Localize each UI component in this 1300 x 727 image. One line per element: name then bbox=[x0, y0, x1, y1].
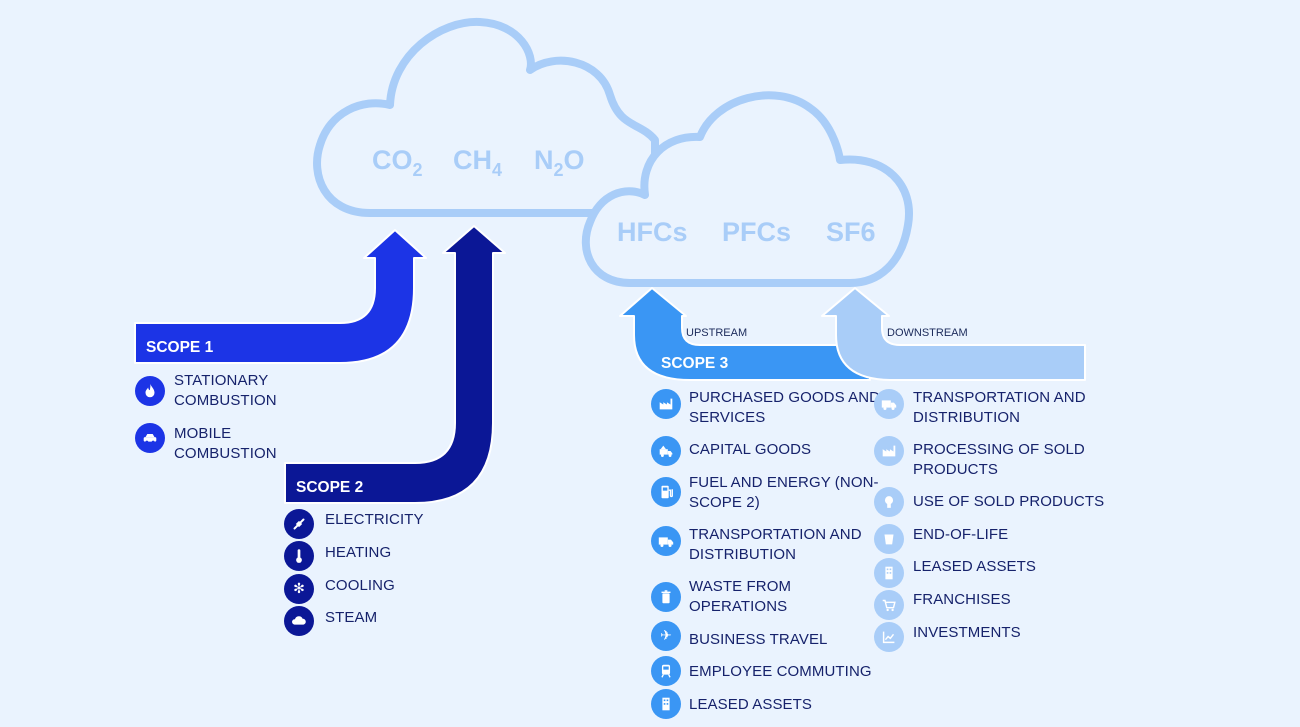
downstream-item-franchises: FRANCHISES bbox=[913, 591, 1011, 608]
gas-pfcs: PFCs bbox=[722, 217, 791, 247]
gas-n2o: N2O bbox=[534, 145, 585, 180]
scope3-downstream-arrow bbox=[821, 287, 1086, 381]
upstream-item-employee-commuting: EMPLOYEE COMMUTING bbox=[689, 663, 872, 680]
downstream-item-use-of-sold-products: USE OF SOLD PRODUCTS bbox=[913, 493, 1105, 510]
gas-hfcs: HFCs bbox=[617, 217, 688, 247]
downstream-item-end-of-life: END-OF-LIFE bbox=[913, 526, 1009, 543]
scope3-upstream-arrow bbox=[619, 287, 871, 381]
truck-icon bbox=[874, 389, 904, 419]
building-icon bbox=[651, 689, 681, 719]
fuel-pump-icon bbox=[651, 477, 681, 507]
upstream-item-capital-goods: CAPITAL GOODS bbox=[689, 441, 812, 458]
scope2-item-steam: STEAM bbox=[325, 609, 378, 626]
gas-sf6: SF6 bbox=[826, 217, 876, 247]
building-icon bbox=[874, 558, 904, 588]
scope1-title: SCOPE 1 bbox=[146, 339, 214, 356]
scope2-title: SCOPE 2 bbox=[296, 479, 364, 496]
factory-icon bbox=[651, 389, 681, 419]
scope3-title: SCOPE 3 bbox=[661, 355, 729, 372]
flame-icon bbox=[135, 376, 165, 406]
plug-icon bbox=[284, 509, 314, 539]
scope2-item-cooling: COOLING bbox=[325, 577, 395, 594]
upstream-item-leased-assets: LEASED ASSETS bbox=[689, 696, 813, 713]
upstream-item-business-travel: BUSINESS TRAVEL bbox=[689, 631, 828, 648]
downstream-item-leased-assets: LEASED ASSETS bbox=[913, 558, 1037, 575]
downstream-label: DOWNSTREAM bbox=[887, 327, 968, 339]
scope2-arrow bbox=[284, 225, 506, 504]
scope2-item-heating: HEATING bbox=[325, 544, 392, 561]
truck-icon bbox=[651, 526, 681, 556]
thermometer-icon bbox=[284, 541, 314, 571]
upstream-item-fuel-energy: FUEL AND ENERGY (NON-SCOPE 2) bbox=[689, 474, 879, 511]
bin-icon bbox=[874, 524, 904, 554]
chart-icon bbox=[874, 622, 904, 652]
gas-co2: CO2 bbox=[372, 145, 423, 180]
train-icon bbox=[651, 656, 681, 686]
car-icon bbox=[135, 423, 165, 453]
cart-icon bbox=[874, 590, 904, 620]
scope2-item-electricity: ELECTRICITY bbox=[325, 511, 424, 528]
truck-loader-icon bbox=[651, 436, 681, 466]
upstream-label: UPSTREAM bbox=[686, 327, 748, 339]
factory-icon bbox=[874, 436, 904, 466]
snowflake-icon: ✻ bbox=[284, 574, 314, 604]
airplane-icon: ✈ bbox=[651, 621, 681, 651]
scope1-arrow bbox=[134, 229, 427, 364]
gas-ch4: CH4 bbox=[453, 145, 502, 180]
left-cloud bbox=[313, 17, 659, 217]
cloud-icon bbox=[284, 606, 314, 636]
trash-icon bbox=[651, 582, 681, 612]
lightbulb-icon bbox=[874, 487, 904, 517]
right-cloud bbox=[581, 91, 913, 287]
downstream-item-investments: INVESTMENTS bbox=[913, 624, 1021, 641]
